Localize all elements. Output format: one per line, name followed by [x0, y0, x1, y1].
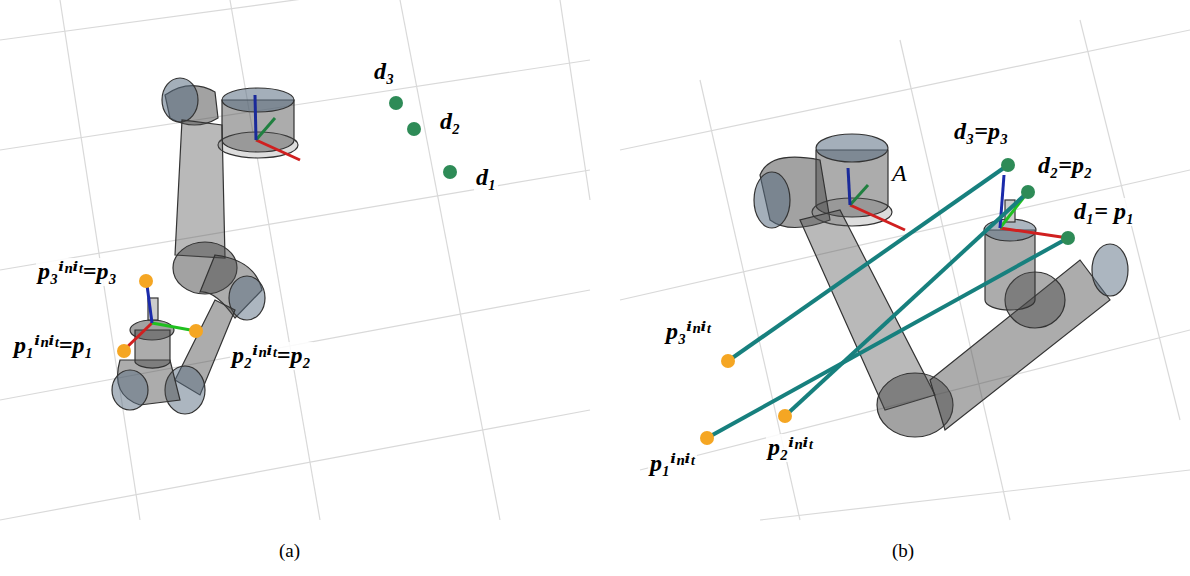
point-name: A: [890, 160, 909, 188]
frame-axes: [848, 168, 1068, 238]
target-dots: [700, 158, 1075, 445]
robot-arm: [754, 134, 1128, 437]
point-label: p₁ⁱⁿⁱᵗ: [648, 450, 697, 478]
target-label: d₂: [438, 108, 462, 136]
frame-axes: [124, 95, 300, 350]
trajectory-lines: [707, 165, 1068, 438]
floor-grid: [0, 0, 1190, 520]
point-label: d₃=p₃: [952, 118, 1010, 146]
target-label: d₁: [474, 164, 498, 192]
point-label: d₂=p₂: [1036, 152, 1094, 180]
subfigure-caption: (a): [277, 540, 302, 562]
point-label: p₂ⁱⁿⁱᵗ=p₂: [230, 342, 313, 370]
point-label: p₂ⁱⁿⁱᵗ: [766, 434, 815, 462]
point-label: d₁= p₁: [1072, 198, 1136, 226]
target-dots: [117, 96, 457, 358]
point-label: p₃ⁱⁿⁱᵗ=p₃: [36, 258, 119, 286]
subfigure-caption: (b): [890, 540, 916, 562]
target-label: d₃: [372, 58, 396, 86]
point-label: p₁ⁱⁿⁱᵗ=p₁: [12, 332, 95, 360]
point-label: p₃ⁱⁿⁱᵗ: [664, 318, 713, 346]
